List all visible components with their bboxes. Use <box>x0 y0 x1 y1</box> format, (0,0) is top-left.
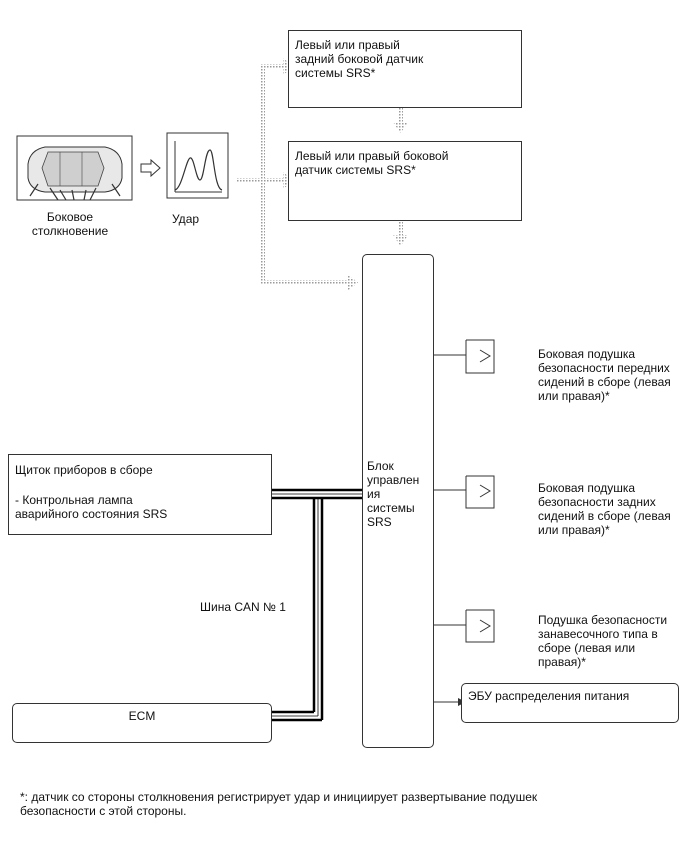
srs-unit-label: Блок управлен ия системы SRS <box>367 459 420 529</box>
can-bus-wires <box>272 488 362 722</box>
curtain-airbag-label: Подушка безопасности занавесочного типа … <box>538 613 668 669</box>
rear-airbag-label: Боковая подушка безопасности задних сиде… <box>538 481 671 537</box>
rear-side-sensor-box: Левый или правый задний боковой датчик с… <box>288 30 522 108</box>
can-bus-label: Шина CAN № 1 <box>200 600 286 614</box>
power-ecu-label: ЭБУ распределения питания <box>468 689 630 703</box>
srs-unit-box: Блок управлен ия системы SRS <box>362 254 434 748</box>
ecm-box: ECM <box>12 703 272 743</box>
airbag-connectors <box>434 339 495 706</box>
rear-side-sensor-label: Левый или правый задний боковой датчик с… <box>295 38 424 80</box>
warning-lamp-label: - Контрольная лампа аварийного состояния… <box>15 493 168 521</box>
front-airbag-label: Боковая подушка безопасности передних си… <box>538 347 671 403</box>
collision-label: Боковое столкновение <box>31 210 109 238</box>
hollow-arrow-icon <box>140 158 161 178</box>
impact-graph-icon <box>166 132 229 199</box>
side-sensor-label: Левый или правый боковой датчик системы … <box>295 149 449 177</box>
side-sensor-box: Левый или правый боковой датчик системы … <box>288 141 522 221</box>
footnote: *: датчик со стороны столкновения регист… <box>20 790 538 818</box>
power-ecu-box: ЭБУ распределения питания <box>461 683 679 723</box>
impact-label: Удар <box>172 212 200 226</box>
combination-meter-label: Щиток приборов в сборе <box>15 463 153 477</box>
combination-meter-box: Щиток приборов в сборе - Контрольная лам… <box>8 454 272 535</box>
car-collision-icon <box>16 135 133 201</box>
ecm-label: ECM <box>128 709 156 723</box>
